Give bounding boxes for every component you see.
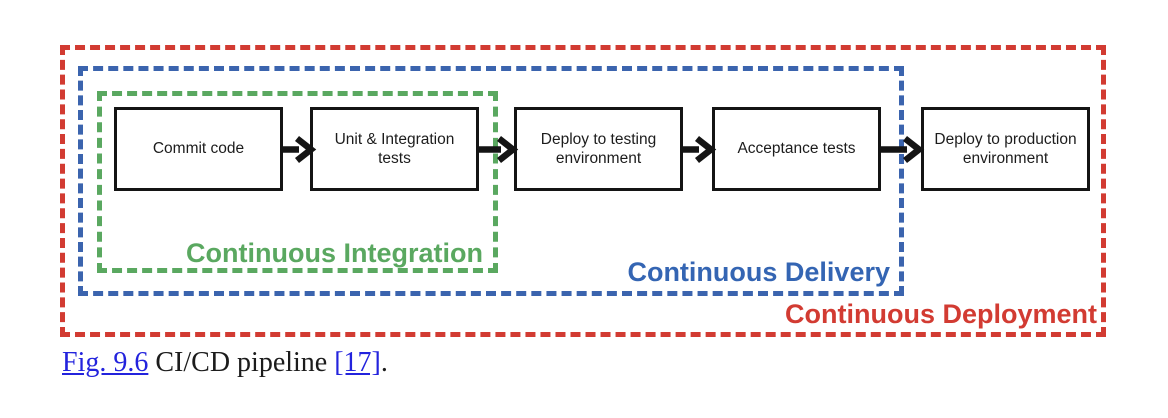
continuous-integration-label: Continuous Integration [186, 238, 483, 268]
continuous-delivery-frame [78, 66, 904, 296]
reference-link[interactable]: [17] [334, 347, 381, 378]
pipeline-box-deploy-production: Deploy to production environment [921, 107, 1090, 191]
box-label: Deploy to production environment [934, 130, 1077, 167]
box-label: Commit code [152, 140, 245, 158]
caption-text: CI/CD pipeline [155, 347, 328, 378]
continuous-deployment-frame [60, 45, 1106, 337]
continuous-integration-frame [97, 91, 498, 273]
box-label: Acceptance tests [737, 140, 856, 158]
box-label: Deploy to testing environment [540, 130, 657, 167]
caption-period: . [380, 347, 388, 378]
box-label: Unit & Integration tests [334, 130, 455, 167]
continuous-deployment-label: Continuous Deployment [785, 299, 1097, 329]
continuous-delivery-label: Continuous Delivery [627, 257, 890, 287]
figure-number-link[interactable]: Fig. 9.6 [62, 347, 149, 378]
pipeline-box-deploy-testing: Deploy to testing environment [514, 107, 683, 191]
pipeline-box-unit-integration-tests: Unit & Integration tests [310, 107, 479, 191]
pipeline-box-commit-code: Commit code [114, 107, 283, 191]
pipeline-box-acceptance-tests: Acceptance tests [712, 107, 881, 191]
